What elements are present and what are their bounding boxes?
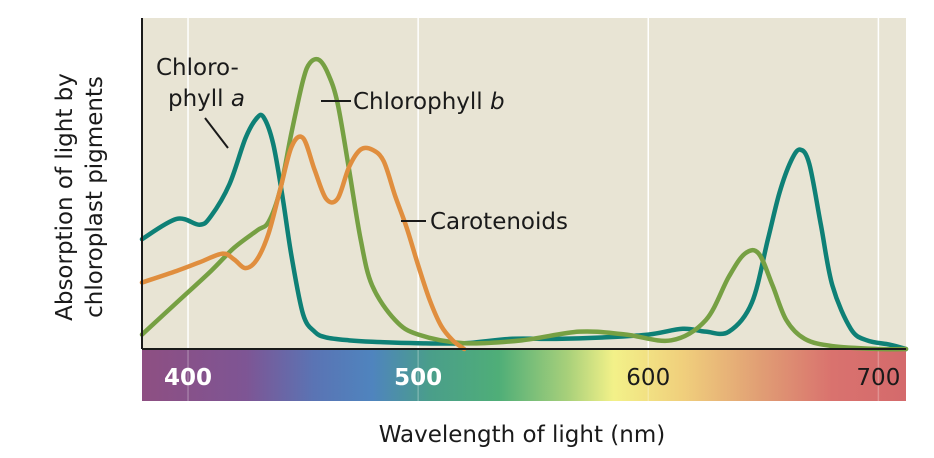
plot-area bbox=[142, 18, 906, 349]
annotation-pigment-letter: b bbox=[490, 89, 505, 115]
annotation-chlorophyll-b-label: Chlorophyll b bbox=[353, 89, 505, 115]
y-axis-title-line1: Absorption of light by bbox=[52, 73, 78, 321]
x-tick-label-700: 700 bbox=[856, 365, 900, 391]
y-axis-title: Absorption of light by chloroplast pigme… bbox=[52, 73, 108, 321]
y-axis-title-line2: chloroplast pigments bbox=[82, 76, 108, 318]
x-tick-label-400: 400 bbox=[164, 365, 212, 391]
annotation-carotenoids-label: Carotenoids bbox=[430, 209, 568, 235]
annotation-chlorophyll-a-label: phyll a bbox=[168, 86, 245, 112]
annotation-text-part: phyll bbox=[168, 86, 231, 112]
annotation-carotenoids: Carotenoids bbox=[401, 209, 568, 235]
x-axis-title: Wavelength of light (nm) bbox=[379, 422, 665, 448]
annotation-chlorophyll-a-line2: phyll a bbox=[168, 86, 245, 112]
annotation-pigment-letter: a bbox=[231, 86, 245, 112]
annotation-chlorophyll-b: Chlorophyll b bbox=[321, 89, 505, 115]
series-line-chlorophyll-a bbox=[139, 112, 909, 352]
x-tick-label-500: 500 bbox=[394, 365, 442, 391]
x-tick-labels: 400 500 600 700 bbox=[164, 349, 900, 401]
annotation-chlorophyll-a: Chloro- phyll a bbox=[156, 55, 245, 149]
annotation-chlorophyll-a-line1: Chloro- bbox=[156, 55, 239, 81]
annotation-text-part: Chlorophyll bbox=[353, 89, 490, 115]
visible-light-spectrum-band bbox=[142, 349, 906, 401]
series-lines bbox=[139, 56, 909, 352]
series-line-carotenoids bbox=[139, 134, 467, 352]
x-tick-label-600: 600 bbox=[626, 365, 670, 391]
annotation-chlorophyll-a-leader bbox=[204, 117, 229, 149]
